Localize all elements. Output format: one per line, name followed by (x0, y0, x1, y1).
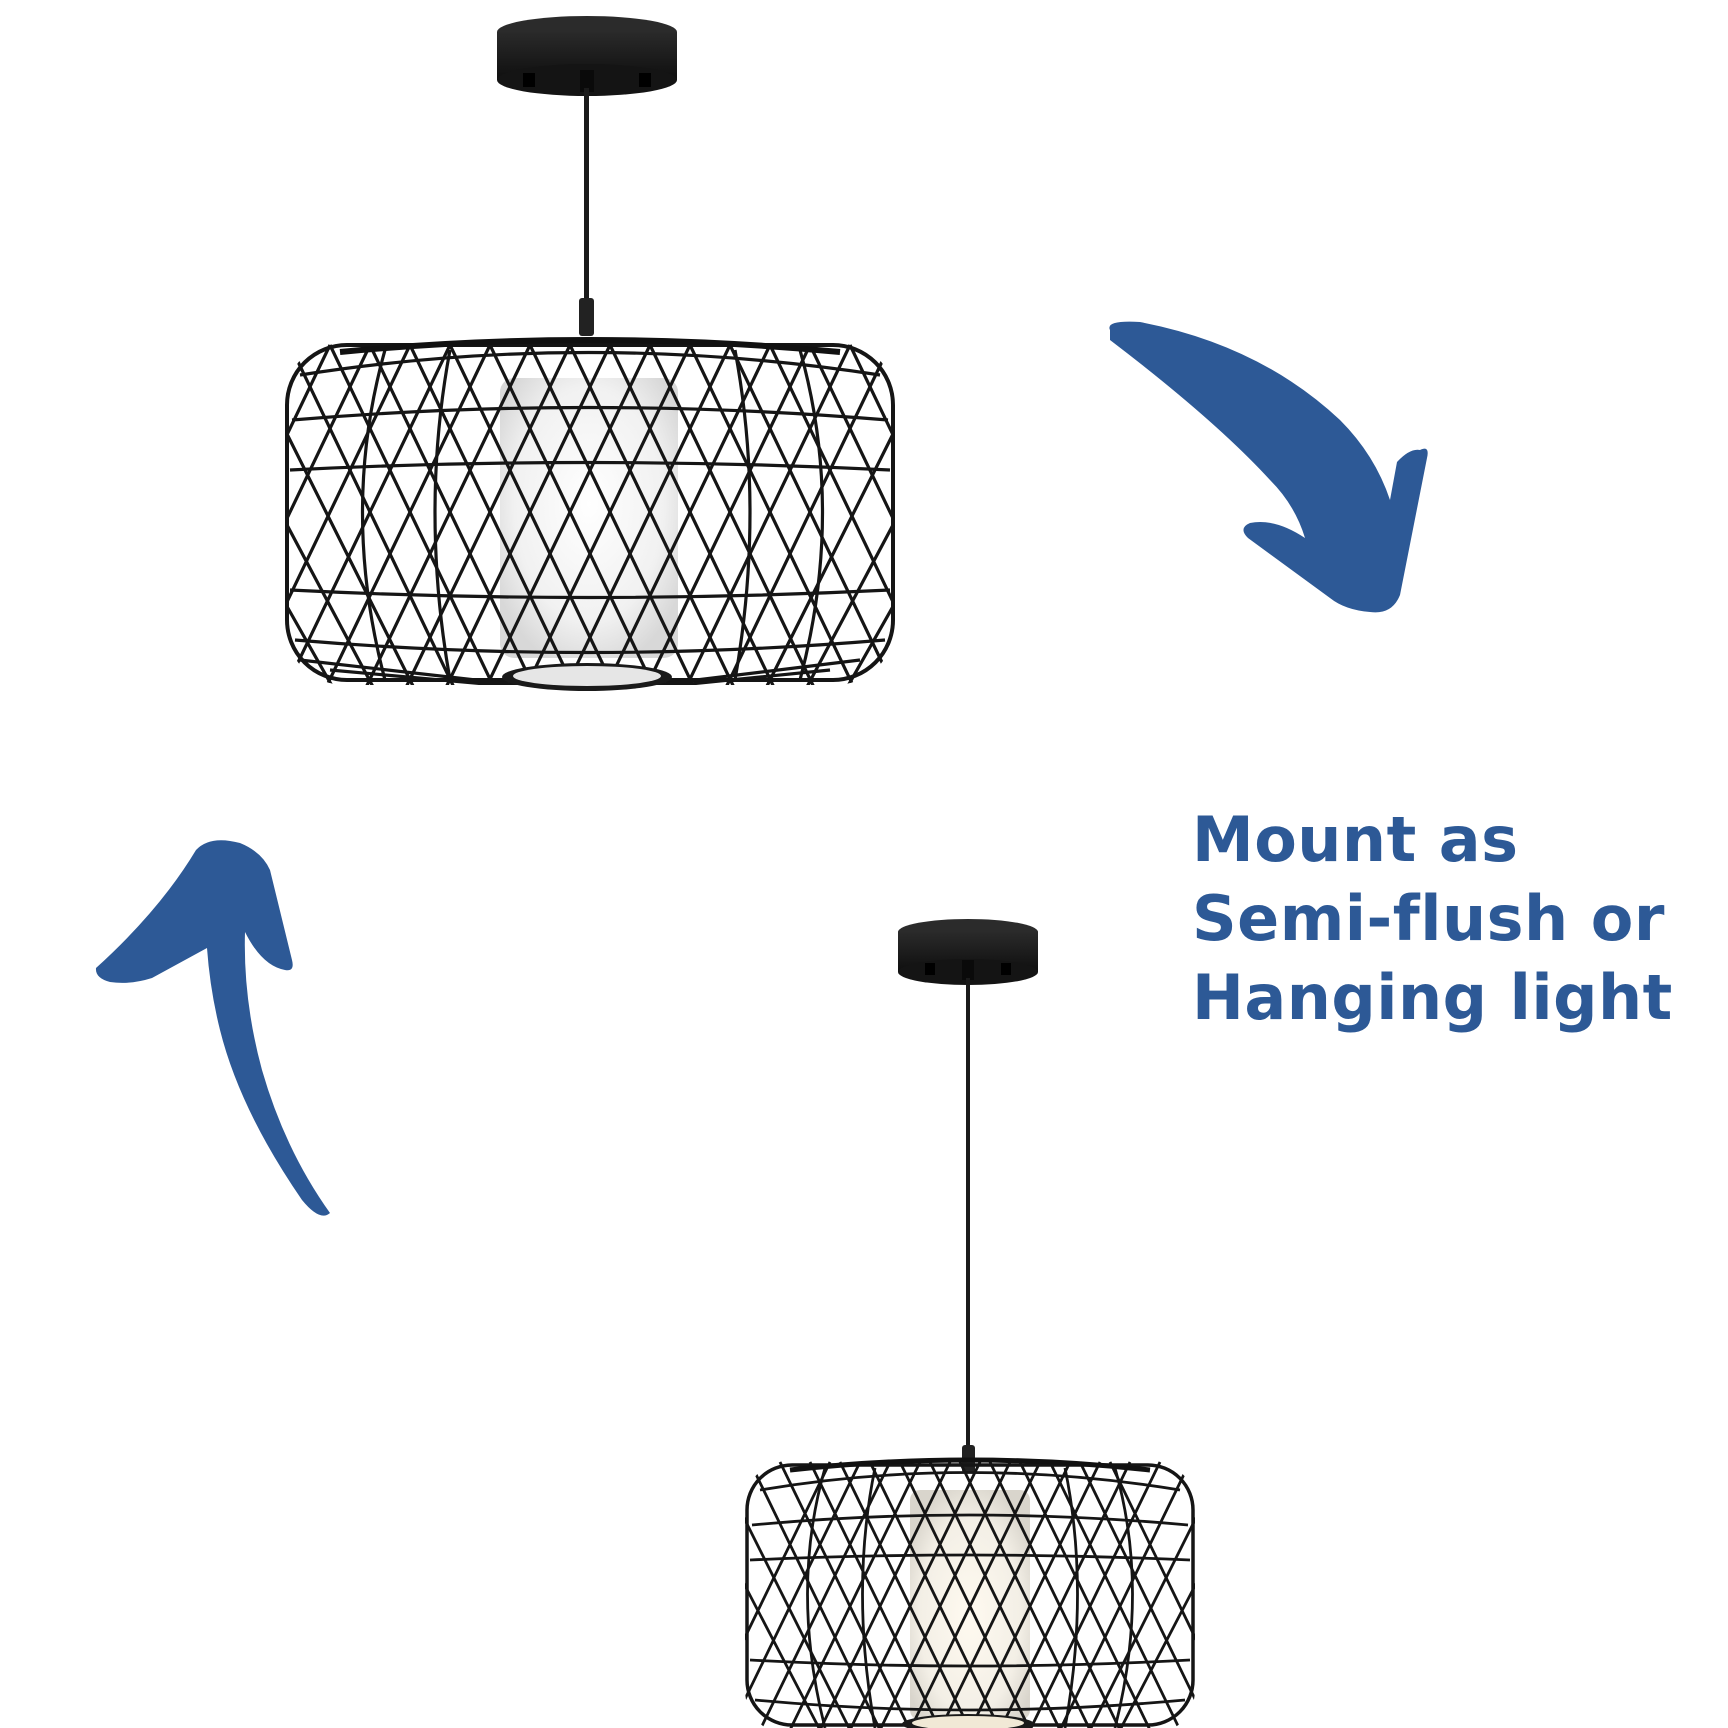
canopy-icon (497, 16, 677, 96)
bottom-lens (912, 1716, 1024, 1728)
canopy-icon (898, 919, 1038, 985)
caption-line-2: Semi-flush or (1192, 882, 1665, 955)
mount-caption: Mount as Semi-flush or Hanging light (1192, 800, 1712, 1037)
pendant-cord (966, 978, 970, 1450)
diffuser (500, 378, 678, 658)
rod (584, 88, 589, 303)
top-rim (339, 337, 841, 355)
arrow-down-right-icon (1109, 321, 1428, 613)
top-rim (789, 1457, 1151, 1473)
rod-fitting (579, 298, 594, 336)
caption-line-3: Hanging light (1192, 961, 1673, 1034)
arrow-up-icon (95, 840, 330, 1216)
wire-cage (285, 343, 895, 685)
hanging-fixture (745, 919, 1195, 1728)
bottom-lens (513, 666, 661, 686)
semi-flush-fixture (285, 16, 895, 691)
caption-line-1: Mount as (1192, 803, 1519, 876)
